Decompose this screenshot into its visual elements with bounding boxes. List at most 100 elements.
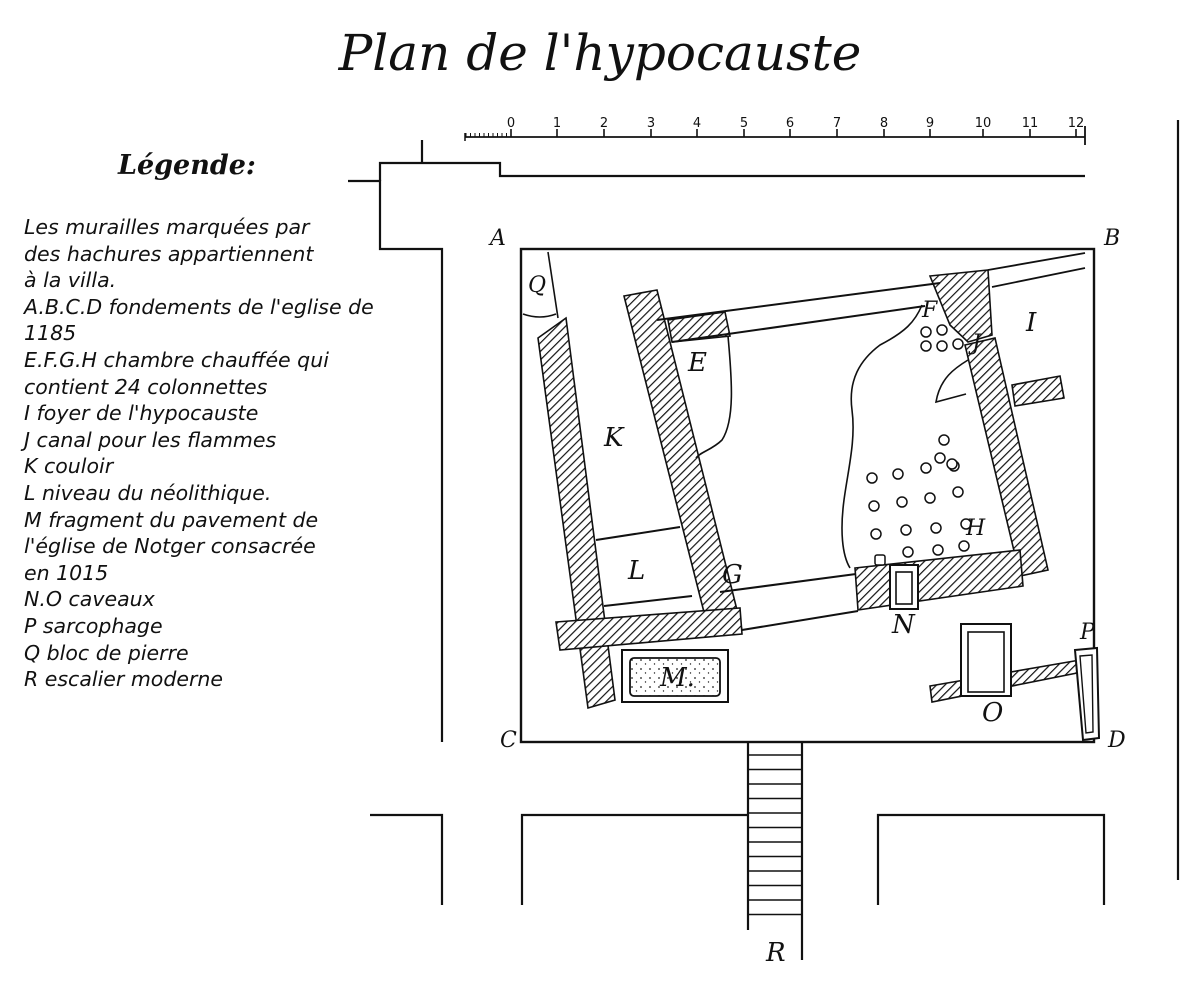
lower-wall-left bbox=[370, 813, 444, 905]
legend-title: Légende: bbox=[118, 150, 256, 181]
legend-line: R escalier moderne bbox=[24, 667, 224, 692]
scale-tick-label: 12 bbox=[1067, 116, 1085, 131]
legend-line: P sarcophage bbox=[24, 613, 163, 638]
scale-tick-label: 6 bbox=[785, 116, 795, 131]
label-m: M. bbox=[660, 663, 695, 693]
label-e: E bbox=[688, 348, 707, 378]
label-n: N bbox=[892, 610, 915, 640]
legend-line: L niveau du néolithique. bbox=[24, 480, 272, 505]
colonnette bbox=[952, 338, 964, 350]
corridor-k-divider bbox=[595, 526, 681, 541]
label-g: G bbox=[722, 560, 743, 590]
legend-line: des hachures appartiennent bbox=[24, 241, 314, 266]
church-foundation-abcd bbox=[519, 247, 1096, 744]
legend-line: Q bloc de pierre bbox=[24, 640, 189, 665]
villa-wall-ne-corner bbox=[928, 269, 993, 343]
legend-line: N.O caveaux bbox=[24, 587, 155, 612]
legend-line: K couloir bbox=[24, 454, 114, 479]
scale-tick-label: 9 bbox=[925, 116, 935, 131]
legend-line: l'église de Notger consacrée bbox=[24, 534, 316, 559]
south-wall-line-inner bbox=[741, 610, 859, 631]
colonnette bbox=[936, 340, 948, 352]
label-p: P bbox=[1080, 620, 1095, 645]
colonnette bbox=[936, 324, 948, 336]
colonnette bbox=[902, 546, 914, 558]
contour-chamber-notch bbox=[935, 359, 969, 404]
legend-line: A.B.C.D fondements de l'eglise de bbox=[24, 294, 374, 319]
scale-tick-label: 2 bbox=[599, 116, 609, 131]
label-c: C bbox=[500, 728, 517, 753]
label-l: L bbox=[628, 556, 646, 586]
colonnette bbox=[870, 528, 882, 540]
scale-tick-label: 0 bbox=[506, 116, 516, 131]
colonnette bbox=[932, 544, 944, 556]
colonnette bbox=[960, 518, 972, 530]
label-j: J bbox=[972, 331, 981, 356]
colonnette bbox=[930, 522, 942, 534]
caveau-o bbox=[960, 623, 1012, 697]
scale-tick-label: 1 bbox=[552, 116, 562, 131]
sarcophage-p bbox=[1073, 646, 1101, 742]
label-r: R bbox=[766, 938, 786, 968]
scale-tick-label: 8 bbox=[879, 116, 889, 131]
colonnette bbox=[874, 554, 886, 566]
outer-wall-outline bbox=[348, 179, 444, 742]
b-wall-line-1 bbox=[987, 252, 1086, 271]
legend-line: 1185 bbox=[24, 321, 77, 346]
scale-tick-label: 4 bbox=[692, 116, 702, 131]
legend-line: I foyer de l'hypocauste bbox=[24, 401, 259, 426]
colonnette bbox=[952, 486, 964, 498]
legend-line: Les murailles marquées par bbox=[24, 215, 310, 239]
contour-chamber bbox=[841, 304, 923, 569]
scale-tick-label: 5 bbox=[739, 116, 749, 131]
label-f: F bbox=[922, 298, 938, 323]
colonnette bbox=[920, 340, 932, 352]
villa-wall-east bbox=[964, 337, 1049, 577]
lower-wall-right bbox=[876, 813, 1106, 905]
colonnette bbox=[920, 462, 932, 474]
colonnettes bbox=[866, 324, 972, 566]
page-title: Plan de l'hypocauste bbox=[338, 24, 862, 82]
label-i: I bbox=[1026, 308, 1037, 338]
staircase-r bbox=[746, 742, 804, 960]
caveau-n-inner bbox=[895, 571, 913, 605]
colonnette bbox=[896, 496, 908, 508]
north-wall-line-outer bbox=[656, 282, 941, 321]
colonnette bbox=[900, 524, 912, 536]
colonnette bbox=[866, 472, 878, 484]
south-wall-line-outer bbox=[719, 573, 857, 593]
label-h: H bbox=[966, 516, 986, 541]
scale-tick-label: 11 bbox=[1021, 116, 1039, 131]
villa-wall-flue bbox=[1011, 375, 1065, 407]
label-b: B bbox=[1104, 226, 1121, 251]
pavement-m bbox=[629, 657, 721, 697]
colonnette bbox=[946, 458, 958, 470]
label-q: Q bbox=[528, 273, 547, 298]
north-wall-line-inner bbox=[671, 305, 926, 343]
corridor-l-divider bbox=[603, 595, 693, 607]
contour-e bbox=[695, 335, 733, 459]
lower-wall-mid bbox=[520, 813, 748, 905]
stone-block-q bbox=[522, 313, 557, 318]
colonnette bbox=[892, 468, 904, 480]
colonnette bbox=[868, 500, 880, 512]
legend-line: J canal pour les flammes bbox=[24, 427, 277, 452]
label-d: D bbox=[1108, 728, 1126, 753]
label-o: O bbox=[982, 698, 1004, 728]
colonnette bbox=[938, 434, 950, 446]
label-a: A bbox=[490, 226, 506, 251]
scale-tick-label: 7 bbox=[832, 116, 842, 131]
colonnette bbox=[934, 452, 946, 464]
scale-bar bbox=[464, 126, 1086, 145]
stone-block-edge bbox=[547, 251, 559, 319]
legend-line: contient 24 colonnettes bbox=[24, 374, 268, 399]
label-k: K bbox=[604, 423, 624, 453]
scale-tick-label: 10 bbox=[974, 116, 992, 131]
villa-wall-south bbox=[555, 607, 743, 651]
villa-wall-north-fragment bbox=[667, 311, 731, 343]
outer-step-outline bbox=[378, 140, 1085, 181]
legend-line: E.F.G.H chambre chauffée qui bbox=[24, 347, 329, 372]
legend-line: en 1015 bbox=[24, 560, 109, 585]
colonnette bbox=[958, 540, 970, 552]
